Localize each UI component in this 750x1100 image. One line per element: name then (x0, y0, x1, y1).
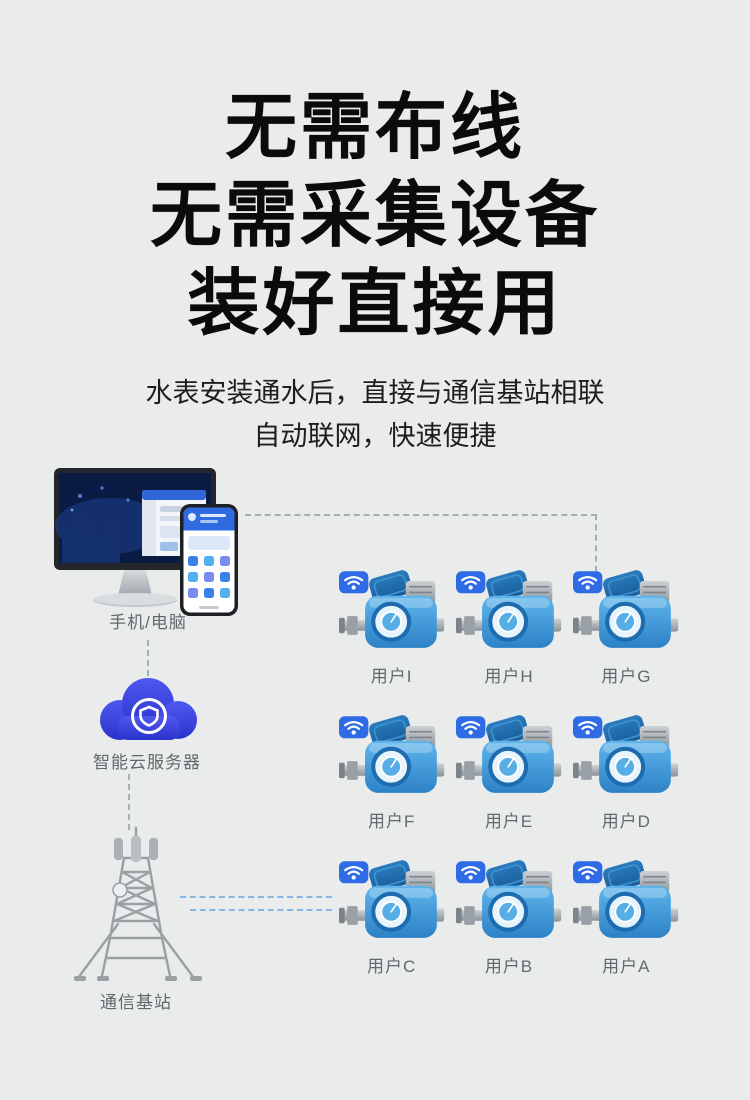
subheadline-line-2: 自动联网，快速便捷 (253, 421, 497, 451)
headline-line-3: 装好直接用 (187, 264, 563, 344)
water-meter-user-e: 用户E (450, 711, 567, 856)
water-meter-icon (339, 566, 445, 658)
connector-phone-to-meters-vertical (595, 514, 597, 572)
connector-tower-to-meters-1 (180, 896, 332, 898)
meter-label: 用户C (367, 957, 417, 976)
headline: 无需布线 无需采集设备 装好直接用 (0, 84, 750, 348)
subheadline-line-1: 水表安装通水后，直接与通信基站相联 (145, 378, 605, 408)
meter-label: 用户B (484, 957, 534, 976)
headline-line-1: 无需布线 (224, 88, 525, 168)
connector-cloud-to-tower (128, 774, 130, 830)
water-meter-icon (456, 711, 562, 803)
water-meter-user-i: 用户I (333, 566, 450, 711)
water-meter-user-g: 用户G (568, 566, 685, 711)
water-meter-grid: 用户I 用户H 用户G 用户F 用户E 用户D 用户C 用户B (333, 566, 685, 1001)
meter-label: 用户D (601, 812, 651, 831)
tower-icon (74, 826, 202, 981)
water-meter-user-c: 用户C (333, 856, 450, 1001)
water-meter-icon (573, 566, 679, 658)
meter-label: 用户G (601, 667, 652, 686)
cloud-server-icon (100, 678, 197, 740)
water-meter-user-f: 用户F (333, 711, 450, 856)
shield-ring (131, 698, 167, 734)
water-meter-icon (456, 856, 562, 948)
headline-line-2: 无需采集设备 (149, 176, 600, 256)
meter-label: 用户A (602, 957, 651, 976)
connector-monitor-to-cloud (147, 640, 149, 676)
water-meter-user-a: 用户A (568, 856, 685, 1001)
meter-label: 用户I (370, 667, 413, 686)
water-meter-icon (456, 566, 562, 658)
client-devices-group (50, 466, 250, 616)
water-meter-icon (339, 711, 445, 803)
connector-tower-to-meters-2 (190, 909, 332, 911)
phone-icon (180, 504, 238, 616)
cloud-server-group (90, 672, 208, 753)
water-meter-user-h: 用户H (450, 566, 567, 711)
connector-phone-to-meters-horizontal (245, 514, 597, 516)
tower-group (70, 826, 202, 991)
client-label: 手机/电脑 (109, 613, 187, 632)
meter-label: 用户E (484, 812, 534, 831)
water-meter-icon (339, 856, 445, 948)
shield-icon (139, 705, 159, 727)
subheadline: 水表安装通水后，直接与通信基站相联 自动联网，快速便捷 (0, 372, 750, 458)
water-meter-user-b: 用户B (450, 856, 567, 1001)
meter-label: 用户H (484, 667, 534, 686)
water-meter-user-d: 用户D (568, 711, 685, 856)
cloud-label: 智能云服务器 (93, 753, 201, 772)
meter-label: 用户F (367, 812, 416, 831)
tower-label: 通信基站 (100, 993, 172, 1012)
water-meter-icon (573, 711, 679, 803)
water-meter-icon (573, 856, 679, 948)
